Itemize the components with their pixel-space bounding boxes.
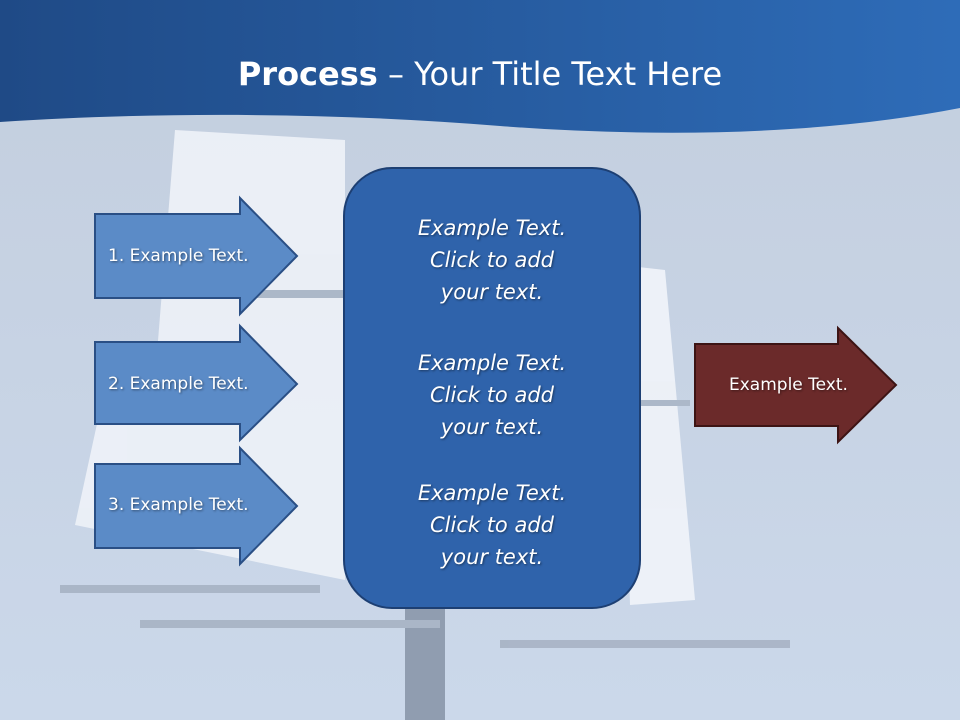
center-text-line: Click to add [429, 248, 554, 272]
center-text-line: Example Text. [417, 216, 567, 240]
center-text-line: Click to add [429, 513, 554, 537]
center-text-line: your text. [440, 545, 544, 569]
process-arrow-3[interactable] [94, 445, 299, 567]
center-text-block-2: Example Text. Click to add your text. [344, 347, 640, 443]
arrow-3-label: 3. Example Text. [108, 495, 249, 515]
title-bold-part: Process [237, 55, 378, 93]
center-text-block-1: Example Text. Click to add your text. [344, 212, 640, 308]
center-text-line: Example Text. [417, 351, 567, 375]
center-text-block-3: Example Text. Click to add your text. [344, 477, 640, 573]
arrow-2-label: 2. Example Text. [108, 374, 249, 394]
title-rest-part: – Your Title Text Here [377, 55, 723, 93]
center-text-line: Example Text. [417, 481, 567, 505]
header-banner [0, 0, 960, 133]
result-arrow[interactable] [694, 325, 898, 445]
center-text-line: your text. [440, 415, 544, 439]
process-arrow-2[interactable] [94, 323, 299, 443]
center-text-line: Click to add [429, 383, 554, 407]
arrow-1-label: 1. Example Text. [108, 246, 249, 266]
slide-title[interactable]: Process – Your Title Text Here [0, 52, 960, 96]
center-box[interactable] [343, 167, 641, 609]
result-arrow-label: Example Text. [729, 375, 848, 395]
process-arrow-1[interactable] [94, 195, 299, 317]
center-text-line: your text. [440, 280, 544, 304]
